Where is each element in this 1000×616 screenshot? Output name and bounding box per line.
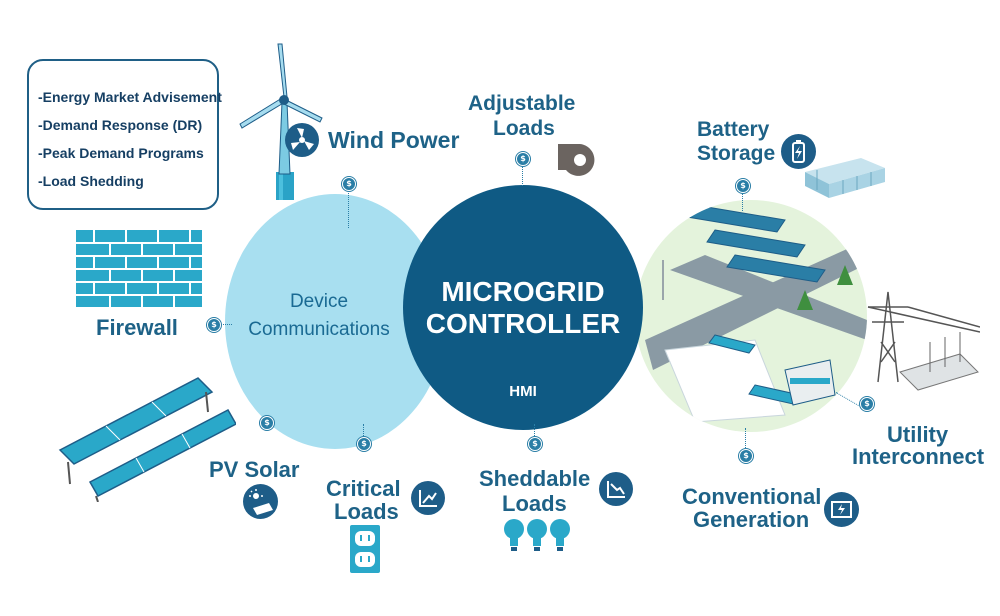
controller-label-2: CONTROLLER [425,308,621,339]
cost-marker: $ [260,416,274,430]
device-communications-label-1: Device [289,291,349,312]
solar-icon [243,484,278,519]
outlet-icon [350,525,380,573]
connector [742,191,743,211]
cost-marker: $ [357,437,371,451]
connector [534,424,535,438]
service-item: -Load Shedding [38,173,144,189]
conventional-generation-label-1: Conventional [682,484,822,509]
sheddable-loads-label-2: Loads [502,491,567,516]
service-item: -Demand Response (DR) [38,117,203,133]
cost-marker: $ [739,449,753,463]
microgrid-controller-circle [403,185,643,430]
connector [522,164,523,186]
wind-turbine-illustration [239,43,323,200]
connector [745,428,746,450]
battery-storage-label-2: Storage [697,142,776,165]
battery-storage-label-1: Battery [697,118,770,141]
cost-marker: $ [736,179,750,193]
sheddable-loads-chart-icon [599,472,633,506]
hvac-fan-illustration [558,144,595,176]
utility-label-1: Utility [887,422,949,447]
generator-icon [824,492,859,527]
adjustable-loads-label-1: Adjustable [468,92,576,115]
battery-icon [781,134,816,169]
conventional-generation-label-2: Generation [693,507,810,532]
services-box: -Energy Market Advisement -Demand Respon… [27,59,222,210]
site-map-circle [635,200,867,432]
connector [348,190,349,228]
cost-marker: $ [516,152,530,166]
critical-loads-label-1: Critical [326,476,401,501]
controller-label-1: MICROGRID [441,276,605,307]
bulb-icon [504,519,570,551]
battery-bank-illustration [805,158,885,198]
connector [835,392,859,406]
cost-marker: $ [860,397,874,411]
adjustable-loads-label-2: Loads [493,117,555,140]
connector [363,424,364,438]
sheddable-loads-label-1: Sheddable [479,466,591,491]
critical-loads-label-2: Loads [334,499,399,524]
connector [220,324,232,325]
wind-icon [285,123,319,157]
firewall-icon [76,230,202,307]
cost-marker: $ [207,318,221,332]
critical-loads-chart-icon [411,481,445,515]
hmi-label: HMI [509,383,537,400]
pv-solar-label: PV Solar [209,457,300,482]
utility-tower-illustration [867,291,980,391]
wind-power-label: Wind Power [328,127,460,153]
cost-marker: $ [528,437,542,451]
device-communications-label-2: Communications [248,319,390,340]
service-item: -Energy Market Advisement [38,89,222,105]
service-item: -Peak Demand Programs [38,145,204,161]
cost-marker: $ [342,177,356,191]
utility-label-2: Interconnect [852,444,985,469]
pv-solar-illustration [58,377,236,502]
firewall-label: Firewall [96,315,178,340]
